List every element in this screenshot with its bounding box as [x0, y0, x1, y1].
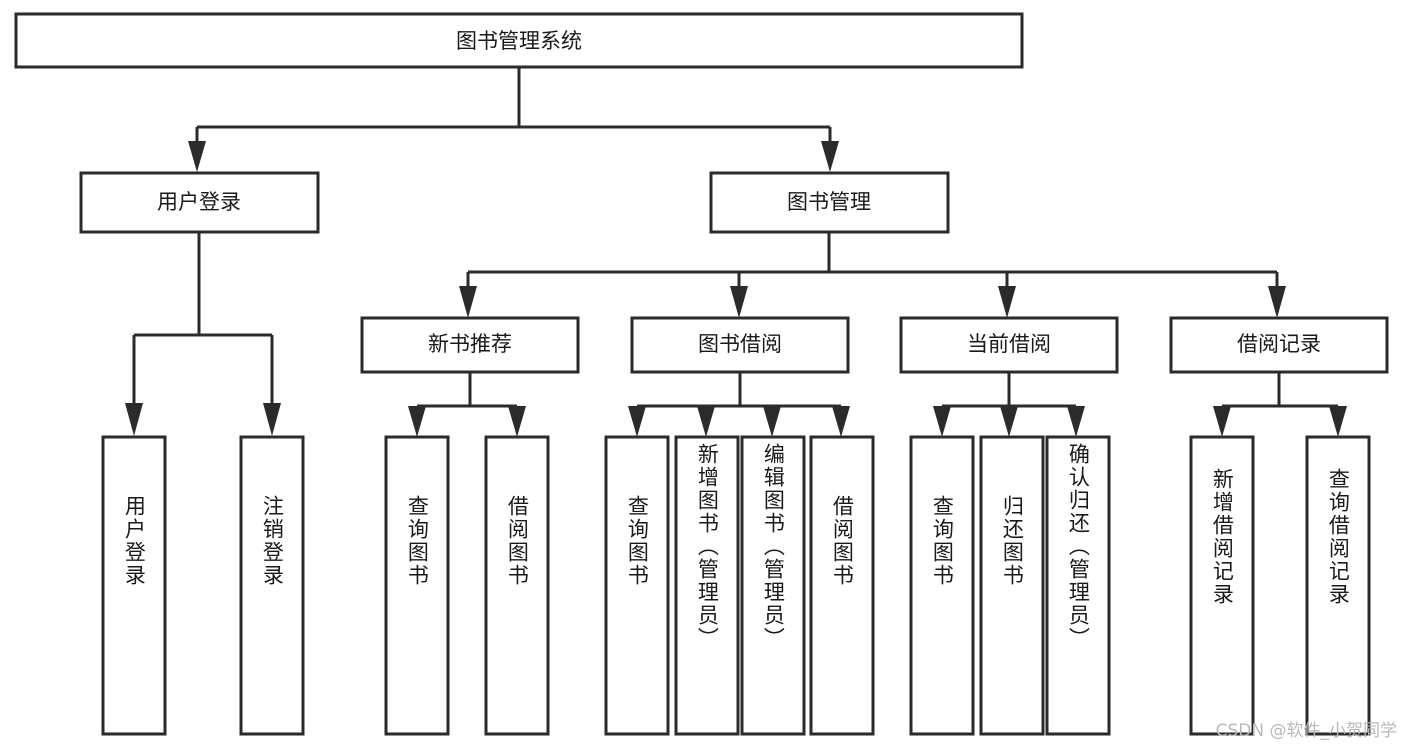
leaf-box-br-add-record[interactable]: [1189, 435, 1255, 736]
arrow-head-current-borrow: [998, 286, 1016, 318]
node-root-box[interactable]: [14, 12, 1024, 69]
node-root[interactable]: 图书管理系统: [14, 12, 1024, 69]
arrow-head-bb-leaf-4: [832, 406, 850, 437]
arrow-head-new-book: [459, 286, 477, 318]
node-borrow-record-box[interactable]: [1169, 316, 1389, 374]
leaf-box-bb-query-book[interactable]: [604, 435, 670, 736]
node-borrow-record-label: 借阅记录: [1237, 332, 1321, 356]
arrow-head-leaf-logout: [263, 403, 281, 436]
node-book-manage-box[interactable]: [709, 171, 950, 234]
node-book-manage-label: 图书管理: [787, 190, 871, 214]
arrow-head-user-login: [188, 141, 206, 172]
node-user-login-label: 用户登录: [157, 190, 241, 214]
leaf-box-cb-confirm-return[interactable]: [1045, 435, 1111, 736]
node-current-borrow-box[interactable]: [899, 316, 1119, 374]
leaf-box-br-query-record[interactable]: [1305, 435, 1371, 736]
node-book-manage[interactable]: 图书管理: [709, 171, 950, 234]
node-current-borrow-label: 当前借阅: [967, 332, 1051, 356]
arrow-head-leaf-user-login: [125, 403, 143, 436]
arrow-head-bb-leaf-1: [628, 406, 646, 437]
arrow-head-bb-leaf-2: [697, 406, 715, 437]
arrow-head-borrow-record: [1268, 286, 1286, 318]
leaf-box-bb-edit-book[interactable]: [740, 435, 806, 736]
leaf-box-nb-borrow-book[interactable]: [484, 435, 550, 736]
node-book-borrow-box[interactable]: [630, 316, 850, 374]
leaf-box-bb-borrow-book[interactable]: [809, 435, 875, 736]
arrow-head-book-manage: [821, 141, 839, 172]
node-borrow-record[interactable]: 借阅记录: [1169, 316, 1389, 374]
node-user-login[interactable]: 用户登录: [79, 171, 320, 234]
leaf-box-user-login[interactable]: [101, 435, 167, 736]
node-book-borrow-label: 图书借阅: [698, 332, 782, 356]
node-new-book-recommend-box[interactable]: [360, 316, 580, 374]
leaf-box-cb-return-book[interactable]: [979, 435, 1045, 736]
node-book-borrow[interactable]: 图书借阅: [630, 316, 850, 374]
node-root-label: 图书管理系统: [456, 29, 582, 53]
leaf-box-logout[interactable]: [239, 435, 305, 736]
arrow-head-nb-leaf-2: [508, 406, 526, 437]
arrow-head-nb-leaf-1: [408, 406, 426, 437]
arrow-head-cb-leaf-2: [1000, 406, 1018, 437]
leaf-box-nb-query-book[interactable]: [384, 435, 450, 736]
leaf-box-bb-add-book[interactable]: [674, 435, 740, 736]
arrow-head-cb-leaf-1: [933, 406, 951, 437]
node-new-book-recommend[interactable]: 新书推荐: [360, 316, 580, 374]
arrow-head-br-leaf-2: [1329, 406, 1347, 437]
arrow-head-br-leaf-1: [1213, 406, 1231, 437]
leaf-box-cb-query-book[interactable]: [909, 435, 975, 736]
arrow-head-book-borrow: [730, 286, 748, 318]
node-new-book-recommend-label: 新书推荐: [428, 332, 512, 356]
arrow-head-cb-leaf-3: [1067, 406, 1085, 437]
arrow-head-bb-leaf-3: [763, 406, 781, 437]
node-current-borrow[interactable]: 当前借阅: [899, 316, 1119, 374]
